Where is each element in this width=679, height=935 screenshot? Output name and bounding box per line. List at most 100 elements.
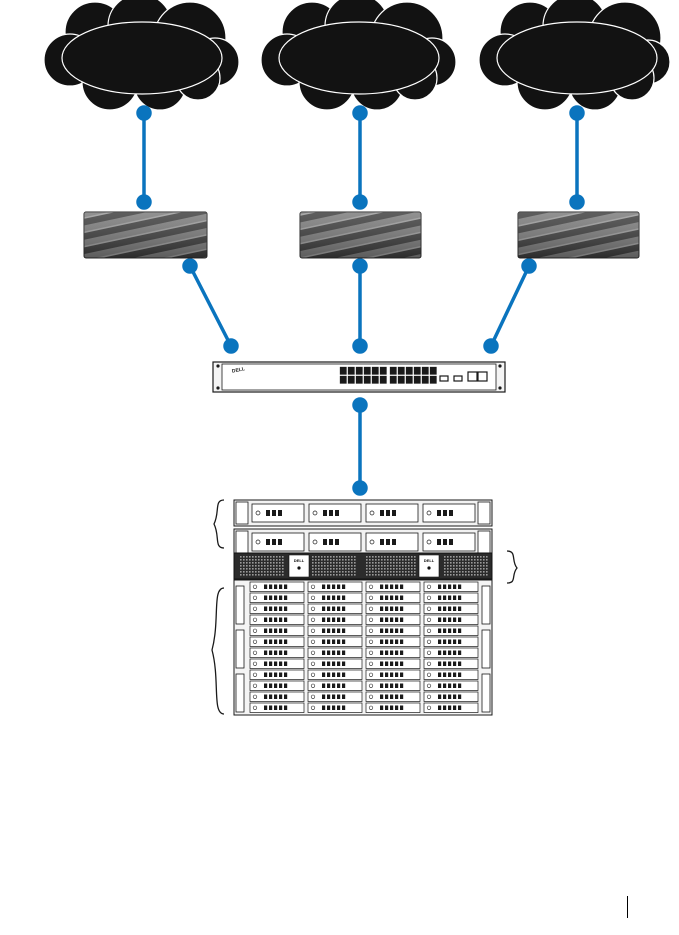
disk-vent	[453, 607, 456, 612]
grille-dot	[267, 562, 269, 564]
router-right[interactable]	[518, 212, 639, 258]
grille-dot	[453, 574, 455, 576]
disk-vent	[443, 596, 446, 601]
grille-dot	[273, 571, 275, 573]
router-middle[interactable]	[300, 212, 421, 258]
drive-vent	[323, 510, 327, 516]
switch-port	[398, 376, 405, 384]
storage-enclosure-row[interactable]: DELL DELL	[234, 553, 492, 579]
grille-dot	[450, 562, 452, 564]
disk-vent	[327, 706, 330, 711]
grille-dot	[474, 568, 476, 570]
disk-vent	[385, 596, 388, 601]
grille-dot	[486, 565, 488, 567]
disk-vent	[443, 585, 446, 590]
grille-dot	[270, 568, 272, 570]
grille-dot	[381, 562, 383, 564]
grille-dot	[240, 559, 242, 561]
disk-vent	[269, 607, 272, 612]
switch-port	[340, 376, 347, 384]
grille-dot	[399, 574, 401, 576]
grille-dot	[480, 565, 482, 567]
controller-unit-2[interactable]	[234, 529, 492, 555]
grille-dot	[270, 562, 272, 564]
grille-dot	[402, 568, 404, 570]
grille-dot	[324, 568, 326, 570]
disk-vent	[342, 618, 345, 623]
grille-dot	[372, 559, 374, 561]
grille-dot	[375, 568, 377, 570]
disk-vent	[380, 706, 383, 711]
link-router-left-switch	[190, 266, 231, 346]
disk-array[interactable]	[234, 580, 492, 715]
grille-dot	[327, 556, 329, 558]
disk-vent	[390, 585, 393, 590]
grille-dot	[324, 565, 326, 567]
disk-vent	[390, 640, 393, 645]
grille-dot	[483, 568, 485, 570]
drive-vent	[449, 510, 453, 516]
grille-dot	[336, 574, 338, 576]
disk-vent	[274, 618, 277, 623]
grille-dot	[390, 565, 392, 567]
grille-dot	[282, 574, 284, 576]
grille-dot	[321, 562, 323, 564]
grille-dot	[369, 562, 371, 564]
disk-vent	[380, 607, 383, 612]
disk-vent	[264, 651, 267, 656]
rack-ear	[482, 586, 490, 624]
grille-dot	[450, 574, 452, 576]
disk-vent	[443, 695, 446, 700]
grille-dot	[375, 571, 377, 573]
grille-dot	[261, 565, 263, 567]
grille-dot	[255, 568, 257, 570]
network-cloud-right[interactable]	[479, 0, 670, 110]
disk-vent	[264, 596, 267, 601]
disk-vent	[453, 684, 456, 689]
grille-dot	[483, 562, 485, 564]
disk-vent	[438, 651, 441, 656]
disk-vent	[443, 629, 446, 634]
grille-dot	[240, 562, 242, 564]
grille-dot	[381, 565, 383, 567]
disk-vent	[395, 585, 398, 590]
disk-vent	[269, 596, 272, 601]
grille-dot	[411, 556, 413, 558]
disk-vent	[342, 596, 345, 601]
disk-vent	[264, 695, 267, 700]
grille-dot	[267, 565, 269, 567]
network-switch[interactable]: DELL	[213, 362, 505, 392]
grille-dot	[264, 559, 266, 561]
grille-dot	[252, 568, 254, 570]
router-left[interactable]	[84, 212, 207, 258]
drive-vent	[278, 539, 282, 545]
grille-dot	[282, 568, 284, 570]
grille-dot	[324, 559, 326, 561]
grille-dot	[465, 574, 467, 576]
disk-vent	[284, 684, 287, 689]
grille-dot	[468, 565, 470, 567]
disk-vent	[332, 706, 335, 711]
grille-dot	[321, 559, 323, 561]
disk-vent	[332, 662, 335, 667]
grille-dot	[402, 559, 404, 561]
grille-dot	[444, 574, 446, 576]
grille-dot	[396, 574, 398, 576]
network-cloud-middle[interactable]	[261, 0, 456, 110]
drive-vent	[380, 539, 384, 545]
grille-dot	[447, 559, 449, 561]
disk-vent	[269, 695, 272, 700]
grille-dot	[480, 556, 482, 558]
disk-vent	[390, 618, 393, 623]
disk-vent	[458, 673, 461, 678]
disk-vent	[443, 662, 446, 667]
controller-unit-1[interactable]	[234, 500, 492, 526]
grille-dot	[336, 562, 338, 564]
grille-dot	[276, 562, 278, 564]
disk-vent	[453, 706, 456, 711]
grille-dot	[390, 571, 392, 573]
grille-dot	[369, 556, 371, 558]
grille-dot	[333, 568, 335, 570]
network-cloud-left[interactable]	[44, 0, 239, 110]
grille-dot	[312, 562, 314, 564]
